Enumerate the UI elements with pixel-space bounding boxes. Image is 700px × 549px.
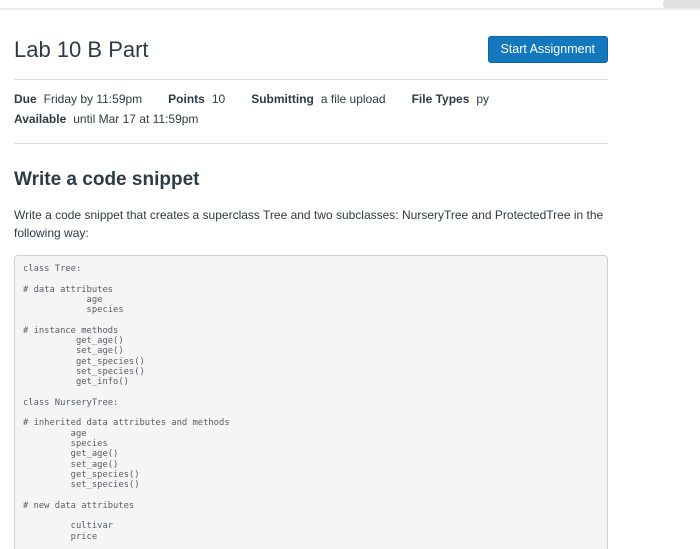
detail-value: until Mar 17 at 11:59pm xyxy=(73,112,199,126)
detail-label: File Types xyxy=(411,92,470,106)
detail-value: a file upload xyxy=(320,92,386,106)
assignment-page: Lab 10 B Part Start Assignment Due Frida… xyxy=(14,36,608,549)
assignment-description: Write a code snippet that creates a supe… xyxy=(14,208,604,240)
details-row-1: Due Friday by 11:59pm Points 10 Submitti… xyxy=(14,92,608,106)
detail-points: Points 10 xyxy=(168,92,225,106)
detail-label: Points xyxy=(168,92,205,106)
divider xyxy=(14,143,608,144)
page-title: Lab 10 B Part xyxy=(14,36,149,62)
detail-available: Available until Mar 17 at 11:59pm xyxy=(14,112,198,126)
start-assignment-button[interactable]: Start Assignment xyxy=(487,36,608,63)
detail-value: Friday by 11:59pm xyxy=(43,92,143,106)
top-divider xyxy=(0,0,700,10)
detail-due: Due Friday by 11:59pm xyxy=(14,92,142,106)
detail-label: Available xyxy=(14,112,67,126)
assignment-header: Lab 10 B Part Start Assignment xyxy=(14,36,608,63)
assignment-details: Due Friday by 11:59pm Points 10 Submitti… xyxy=(14,80,608,137)
detail-value: py xyxy=(476,92,490,106)
detail-value: 10 xyxy=(211,92,226,106)
scrollbar-fragment[interactable] xyxy=(663,0,700,8)
section-heading: Write a code snippet xyxy=(14,169,200,190)
detail-label: Due xyxy=(14,92,37,106)
detail-submitting: Submitting a file upload xyxy=(251,92,385,106)
details-row-2: Available until Mar 17 at 11:59pm xyxy=(14,112,608,126)
detail-file-types: File Types py xyxy=(412,92,489,106)
divider xyxy=(14,79,608,80)
detail-label: Submitting xyxy=(251,92,314,106)
code-block: class Tree: # data attributes age specie… xyxy=(14,255,608,549)
